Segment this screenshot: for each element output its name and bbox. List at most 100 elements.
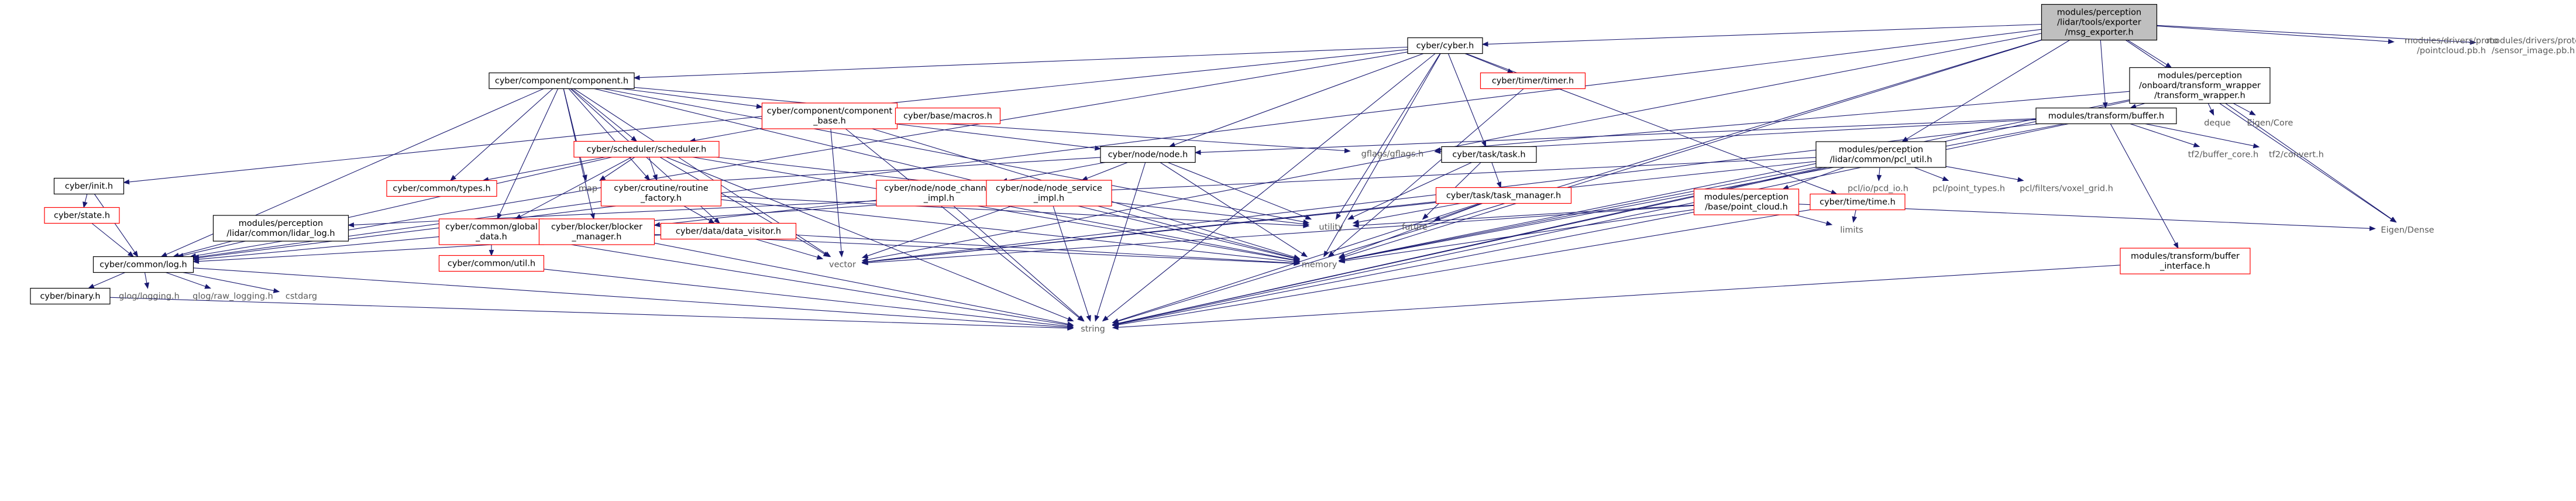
edge-arrowhead [1102,315,1109,322]
edge-arrowhead [2369,225,2376,231]
edge-line [867,205,1012,256]
edge-line [1358,204,1694,226]
node-global-data[interactable]: cyber/common/global_data.h [438,218,545,245]
node-label-line: cyber/time/time.h [1820,198,1896,207]
node-label-line: pcl/point_types.h [1932,184,2005,194]
edge-transform-wrapper-to-gflags-h [1434,91,2130,153]
nodes-layer: modules/perception/lidar/tools/exporter/… [30,4,2576,334]
node-state-h[interactable]: cyber/state.h [44,207,120,224]
node-label-line: cyber/task/task.h [1452,150,1525,160]
node-transform-wrapper[interactable]: modules/perception/onboard/transform_wra… [2129,67,2271,104]
node-box [2129,67,2271,104]
node-box [489,72,635,90]
node-label-line: vector [829,260,856,270]
edge-binary-h-to-string [109,297,1074,331]
edge-component-base-to-node-h [897,123,1102,151]
edge-line [1440,91,2130,150]
edge-arrowhead [2209,109,2214,116]
edge-arrowhead [1294,260,1301,266]
edge-tf-buffer-iface-to-string [1112,265,2121,330]
node-timer-h[interactable]: cyber/timer/timer.h [1480,72,1586,90]
edge-routine-factory-to-utility [721,195,1310,228]
edge-arrowhead [652,174,658,181]
node-routine-factory[interactable]: cyber/croutine/routine_factory.h [600,180,722,207]
node-tf2-core: tf2/buffer_core.h [2188,150,2259,160]
edge-node-service-to-string [1053,205,1091,322]
edge-line [639,46,1408,78]
edge-line [1358,203,1461,222]
node-node-service[interactable]: cyber/node/node_service_impl.h [986,180,1112,207]
edge-line [2130,123,2195,146]
node-box [386,180,497,197]
node-box [1100,146,1196,163]
edge-arrowhead [1830,190,1838,195]
edge-line [84,194,88,203]
node-log-h[interactable]: cyber/common/log.h [92,256,194,273]
edge-line [692,156,1295,261]
edge-point-cloud-to-limits [1794,214,1833,226]
node-task-manager[interactable]: cyber/task/task_manager.h [1435,187,1572,204]
node-box [53,177,125,195]
node-util-h[interactable]: cyber/common/util.h [438,255,545,272]
edge-transform-wrapper-to-eigen-dense [2225,103,2397,223]
node-task-h[interactable]: cyber/task/task.h [1441,146,1537,163]
node-tf-buffer-iface[interactable]: modules/transform/buffer_interface.h [2120,248,2251,274]
node-lidar-log[interactable]: modules/perception/lidar/common/lidar_lo… [212,215,349,242]
edge-arrowhead [1112,318,1119,324]
node-data-visitor[interactable]: cyber/data/data_visitor.h [660,222,797,240]
node-scheduler-h[interactable]: cyber/scheduler/scheduler.h [573,140,720,158]
node-blocker-manager[interactable]: cyber/blocker/blocker_manager.h [538,218,655,245]
edge-line [621,88,757,107]
edge-node-channel-to-string [953,205,1085,322]
edge-line [544,269,1068,327]
edge-line [1439,203,1482,219]
edge-arrowhead [144,282,150,289]
node-label-line: cyber/init.h [65,182,113,191]
edge-arrowhead [1081,176,1088,181]
edge-arrowhead [1293,255,1301,260]
edge-arrowhead [1852,216,1858,223]
edge-arrowhead [127,251,135,258]
node-label-line: modules/perception [2057,8,2141,18]
node-cyber-h[interactable]: cyber/cyber.h [1407,37,1483,54]
node-time-h[interactable]: cyber/time/time.h [1810,193,1906,211]
edge-line [544,239,1068,325]
node-binary-h[interactable]: cyber/binary.h [30,287,111,305]
node-pcl-util[interactable]: modules/perception/lidar/common/pcl_util… [1815,141,1946,168]
node-init-h[interactable]: cyber/init.h [53,177,125,195]
node-label-line: cyber/node/node.h [1108,150,1188,160]
edge-root-to-cyber-h [1481,23,2042,47]
node-box [660,222,797,240]
edge-component-h-to-types-h [450,88,553,181]
node-base-macros[interactable]: cyber/base/macros.h [895,107,1001,125]
node-node-h[interactable]: cyber/node/node.h [1100,146,1196,163]
node-box [1693,188,1800,215]
edge-cyber-h-to-log-h [189,52,1408,259]
edge-line [195,52,1408,256]
node-root[interactable]: modules/perception/lidar/tools/exporter/… [2041,4,2158,41]
edge-arrowhead [1335,213,1342,220]
node-label-line: cyber/timer/timer.h [1492,77,1574,86]
edge-arrowhead [2249,110,2256,116]
edge-line [1117,211,1694,325]
edge-arrowhead [714,217,720,224]
edge-transform-buffer-to-tf2-core [2130,123,2200,147]
edge-line [568,88,647,177]
edge-line [1487,23,2042,44]
edge-line [178,241,232,256]
node-label-line: cyber/common/global [445,222,538,232]
edge-line [1106,53,1436,318]
node-component-h[interactable]: cyber/component/component.h [489,72,635,90]
edge-root-to-drivers-pc [2157,25,2395,44]
node-node-channel[interactable]: cyber/node/node_channel_impl.h [876,180,1002,207]
edge-arrowhead [204,284,212,289]
edge-arrowhead [450,174,456,181]
node-point-cloud[interactable]: modules/perception/base/point_cloud.h [1693,188,1800,215]
node-component-base[interactable]: cyber/component/component_base.h [761,102,898,129]
node-transform-buffer[interactable]: modules/transform/buffer.h [2035,107,2177,125]
edge-line [1167,162,1306,218]
edge-arrowhead [816,255,824,260]
node-types-h[interactable]: cyber/common/types.h [386,180,497,197]
node-deque: deque [2204,119,2231,128]
node-eigen-core: Eigen/Core [2247,119,2293,128]
